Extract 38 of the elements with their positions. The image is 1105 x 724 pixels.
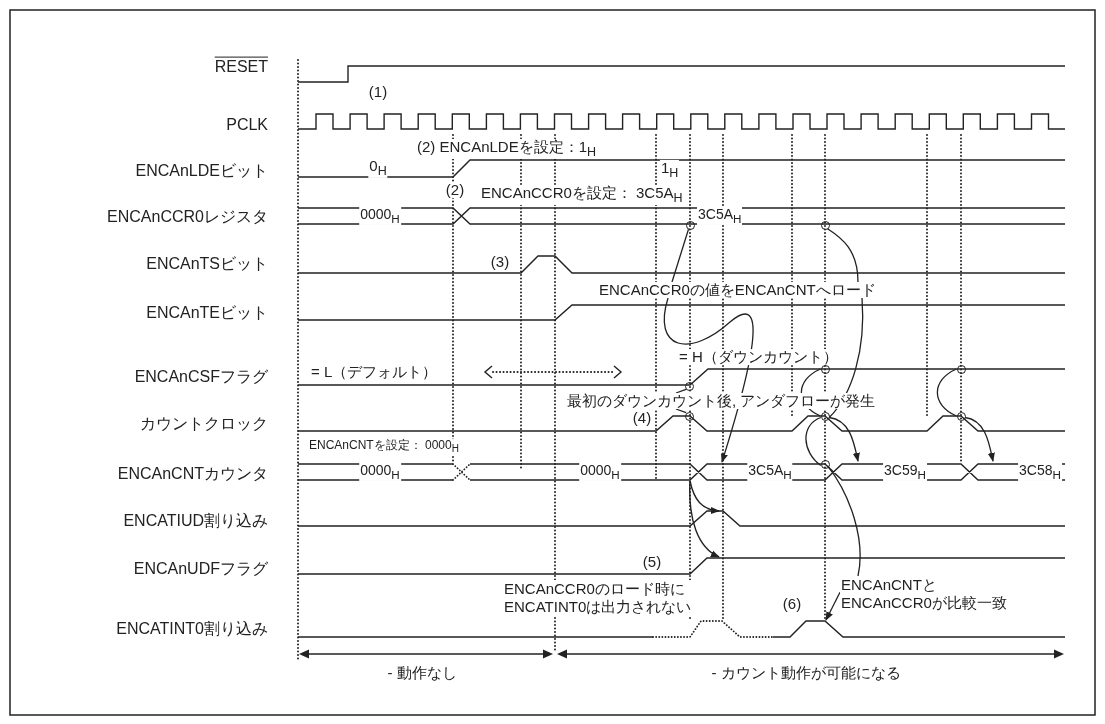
signal-name: カウントクロック [139,415,269,433]
annotation-text: ENCAnCCR0を設定： 3C5A$_{H}$ [480,184,684,206]
step-number: (6) [781,596,803,612]
step-number: (5) [641,554,663,570]
arrow [964,416,995,462]
connector-line [805,416,822,467]
arrow [663,297,754,463]
arrow [828,416,860,462]
leader-line [675,408,687,414]
signal-name: ENCAnUDFフラグ [132,560,269,578]
bus-value: 0000$_{H}$ [579,463,621,481]
signal-name: ENCATIUD割り込み [122,512,269,530]
period-label: - カウント動作が可能になる [710,665,902,681]
step-number: (3) [489,254,511,270]
bus-value: 3C5A$_{H}$ [697,207,743,225]
signal-name: ENCATINT0割り込み [115,620,269,638]
period-label: - 動作なし [386,665,458,681]
connector-line [936,368,958,417]
bus-value: 0000$_{H}$ [359,463,401,481]
callout-text: 最初のダウンカウント後, アンダフローが発生 [566,393,877,409]
step-number: (1) [367,84,389,100]
signal-name: ENCAnCNTカウンタ [116,465,269,483]
connector-line [827,466,861,577]
leader-line [671,228,690,283]
bus-value: 0000$_{H}$ [359,207,401,225]
step-number: (4) [631,410,653,426]
bus-value: 3C59$_{H}$ [883,463,927,481]
annotation-text: ENCAnCNTを設定： 0000$_{H}$ [308,439,460,455]
leader-line [675,388,687,394]
annotation-text: (2) ENCAnLDEを設定：1$_{H}$ [416,138,598,160]
signal-name: ENCAnCSFフラグ [133,368,269,386]
leader-line [826,228,859,283]
arrow [825,591,841,621]
bus-value: 3C5A$_{H}$ [747,463,793,481]
callout-text: ENCAnCCR0の値をENCAnCNTへロード [598,282,877,298]
bus-value: 3C58$_{H}$ [1018,463,1062,481]
step-number: (2) [444,182,466,198]
signal-name: ENCAnCCR0レジスタ [106,208,269,226]
